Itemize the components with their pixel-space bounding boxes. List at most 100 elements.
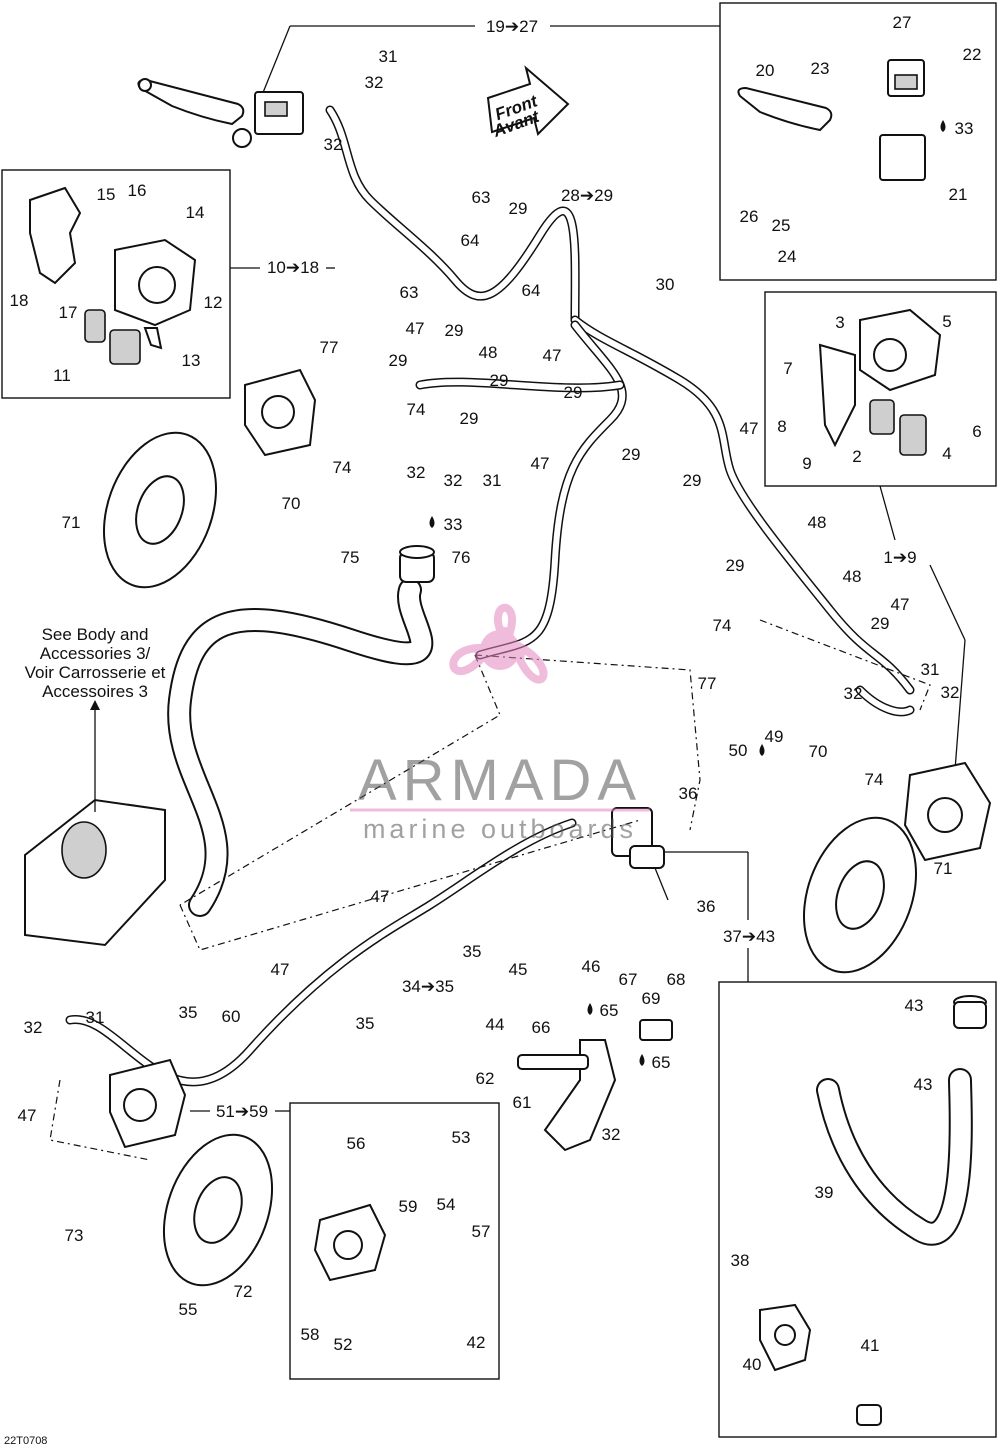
- part-callout: 32: [365, 73, 384, 92]
- part-callout: 73: [65, 1226, 84, 1245]
- part-callout: 70: [809, 742, 828, 761]
- part-callout: 72: [234, 1282, 253, 1301]
- calipers: [109, 368, 992, 1282]
- part-callout: 20: [756, 61, 775, 80]
- part-callout: 29: [683, 471, 702, 490]
- brake-lever: [137, 78, 304, 148]
- part-callout: 31: [86, 1008, 105, 1027]
- part-callout: 31: [921, 660, 940, 679]
- part-callout: 43: [905, 996, 924, 1015]
- part-callout: 29: [445, 321, 464, 340]
- part-callout: 9: [802, 454, 811, 473]
- right-caliper-assembly: [818, 308, 942, 456]
- part-callout: 69: [642, 989, 661, 1008]
- part-callout: 52: [334, 1335, 353, 1354]
- part-callout: 21: [949, 185, 968, 204]
- part-callout: 61: [513, 1093, 532, 1112]
- part-callout: 29: [389, 351, 408, 370]
- range-label-rear-line: 34➔35: [402, 977, 454, 996]
- part-callout: 14: [186, 203, 205, 222]
- part-callout: 48: [808, 513, 827, 532]
- part-callout: 77: [320, 338, 339, 357]
- part-callout: 13: [182, 351, 201, 370]
- diagram-code: 22T0708: [4, 1435, 47, 1447]
- part-callout: 29: [564, 383, 583, 402]
- part-callout: 68: [667, 970, 686, 989]
- part-callout: 48: [479, 343, 498, 362]
- note-line-2: Accessories 3/: [40, 644, 151, 663]
- part-callout: 47: [271, 960, 290, 979]
- see-body-note: See Body and Accessories 3/ Voir Carross…: [25, 625, 166, 812]
- part-callout: 74: [407, 400, 426, 419]
- fluid-label-a: 33: [955, 119, 974, 138]
- part-callout: 31: [379, 47, 398, 66]
- part-callout: 17: [59, 303, 78, 322]
- part-callout: 47: [891, 595, 910, 614]
- part-callout: 48: [843, 567, 862, 586]
- fluid-label-c: 50: [729, 741, 748, 760]
- part-callout: 35: [179, 1003, 198, 1022]
- part-callout: 64: [522, 281, 541, 300]
- part-callout: 4: [942, 444, 951, 463]
- part-callout: 75: [341, 548, 360, 567]
- part-callout: 29: [622, 445, 641, 464]
- part-callout: 47: [531, 454, 550, 473]
- part-callout: 66: [532, 1018, 551, 1037]
- part-callout: 32: [602, 1125, 621, 1144]
- part-callout: 29: [871, 614, 890, 633]
- note-line-4: Accessoires 3: [42, 682, 148, 701]
- part-callout: 64: [461, 231, 480, 250]
- part-callout: 74: [865, 770, 884, 789]
- part-callout: 71: [62, 513, 81, 532]
- part-callout: 32: [844, 684, 863, 703]
- box-handlebar-master: [719, 2, 997, 281]
- part-callout: 70: [282, 494, 301, 513]
- part-callout: 6: [972, 422, 981, 441]
- watermark-tagline: marine outboards: [363, 814, 637, 844]
- part-callout: 26: [740, 207, 759, 226]
- part-callout: 74: [333, 458, 352, 477]
- part-callout: 32: [444, 471, 463, 490]
- part-callout: 29: [460, 409, 479, 428]
- note-line-3: Voir Carrosserie et: [25, 663, 166, 682]
- part-callout: 47: [740, 419, 759, 438]
- part-callout: 36: [679, 784, 698, 803]
- part-callout: 30: [656, 275, 675, 294]
- part-callout: 40: [743, 1355, 762, 1374]
- part-callout: 62: [476, 1069, 495, 1088]
- part-callout: 47: [406, 319, 425, 338]
- part-callout: 12: [204, 293, 223, 312]
- master-cylinder: [759, 1303, 882, 1426]
- fluid-label-b: 33: [444, 515, 463, 534]
- fluid-drop-labels: 33 33 50 65 65: [429, 119, 974, 1072]
- body-panel: [24, 798, 166, 947]
- part-callout: 45: [509, 960, 528, 979]
- proportioning-valve: [611, 807, 669, 901]
- box-rear-caliper: [289, 1102, 500, 1380]
- front-caliper-assembly: [29, 186, 197, 365]
- part-callout: 29: [726, 556, 745, 575]
- part-callout: 15: [97, 185, 116, 204]
- part-callout: 54: [437, 1195, 456, 1214]
- part-callout: 7: [783, 359, 792, 378]
- part-callout: 35: [356, 1014, 375, 1033]
- part-callout: 29: [490, 371, 509, 390]
- part-callout: 29: [509, 199, 528, 218]
- part-callout: 32: [324, 135, 343, 154]
- part-callout: 47: [543, 346, 562, 365]
- part-callout: 25: [772, 216, 791, 235]
- part-callout: 60: [222, 1007, 241, 1026]
- part-callout: 11: [53, 366, 71, 385]
- part-callout: 74: [713, 616, 732, 635]
- reservoir: [399, 545, 987, 1029]
- part-callout: 32: [941, 683, 960, 702]
- part-callout: 58: [301, 1325, 320, 1344]
- range-label-rear-caliper: 51➔59: [216, 1102, 268, 1121]
- part-callout: 55: [179, 1300, 198, 1319]
- part-callout: 18: [10, 291, 29, 310]
- part-callout: 67: [619, 970, 638, 989]
- part-callout: 32: [407, 463, 426, 482]
- fluid-label-d: 65: [600, 1001, 619, 1020]
- part-callout: 56: [347, 1134, 366, 1153]
